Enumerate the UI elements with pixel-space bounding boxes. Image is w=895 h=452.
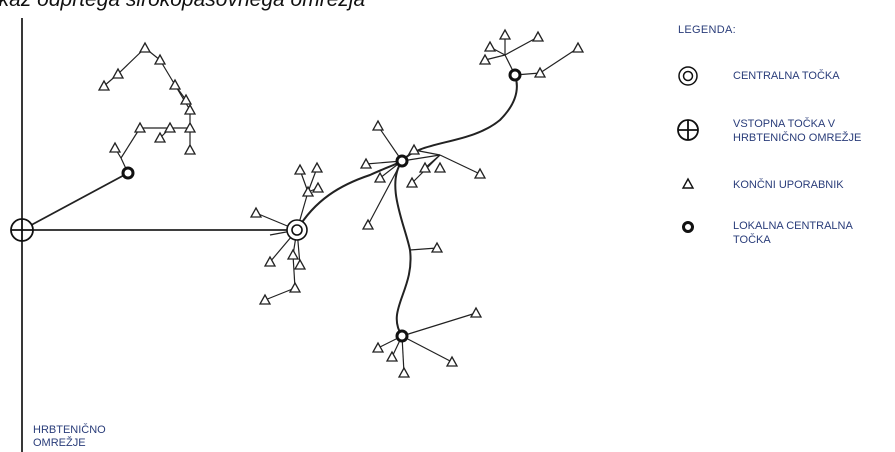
local-node-bottom	[395, 329, 409, 343]
end-user-triangle	[249, 206, 263, 218]
end-user-triangle	[310, 161, 324, 173]
end-user-triangle	[473, 167, 487, 179]
central-point-node	[286, 219, 308, 241]
cluster-mid	[365, 125, 481, 251]
end-user-triangle	[183, 103, 197, 115]
end-user-triangle	[531, 30, 545, 42]
end-user-triangle	[311, 181, 325, 193]
end-user-triangle	[405, 176, 419, 188]
end-user-triangle	[407, 143, 421, 155]
backbone-label: HRBTENIČNO OMREŽJE	[33, 424, 106, 449]
legend-label-local-central: LOKALNA CENTRALNA TOČKA	[733, 220, 853, 246]
end-user-triangles	[97, 28, 585, 378]
end-user-triangle	[361, 218, 375, 230]
legend-label-end-user: KONČNI UPORABNIK	[733, 179, 844, 191]
end-user-triangle	[373, 171, 387, 183]
end-user-triangle	[183, 143, 197, 155]
end-user-triangle	[469, 306, 483, 318]
end-user-triangle	[571, 41, 585, 53]
circle-plus-icon	[677, 119, 699, 141]
cluster-upper-left	[103, 47, 191, 174]
end-user-triangle	[397, 366, 411, 378]
end-user-triangle	[133, 121, 147, 133]
end-user-triangle	[418, 161, 432, 173]
bold-circle-icon	[682, 221, 694, 233]
end-user-triangle	[483, 40, 497, 52]
legend-label-central-point: CENTRALNA TOČKA	[733, 70, 840, 82]
legend-title: LEGENDA:	[678, 24, 737, 36]
local-node-mid	[395, 154, 409, 168]
end-user-triangle	[430, 241, 444, 253]
end-user-triangle	[293, 163, 307, 175]
end-user-triangle	[286, 248, 300, 260]
end-user-triangle	[163, 121, 177, 133]
double-circle-icon	[678, 66, 698, 86]
end-user-triangle	[153, 53, 167, 65]
diagram-title: ikaz odprtega širokopasovnega omrežja	[0, 0, 365, 12]
end-user-triangle	[433, 161, 447, 173]
end-user-triangle	[153, 131, 167, 143]
link-entry-local	[21, 172, 129, 231]
end-user-triangle	[258, 293, 272, 305]
cluster-lower	[377, 312, 477, 374]
local-central-nodes	[121, 68, 522, 343]
end-user-triangle	[533, 66, 547, 78]
end-user-triangle	[263, 255, 277, 267]
end-user-triangle	[359, 157, 373, 169]
link-central-local-mid	[296, 160, 403, 231]
end-user-triangle	[293, 258, 307, 270]
local-node-left	[121, 166, 135, 180]
end-user-triangle	[498, 28, 512, 40]
end-user-triangle	[97, 79, 111, 91]
end-user-triangle	[168, 78, 182, 90]
end-user-triangle	[183, 121, 197, 133]
legend-label-entry-point: VSTOPNA TOČKA V HRBTENIČNO OMREŽJE	[733, 118, 862, 144]
end-user-triangle	[478, 53, 492, 65]
entry-point-node	[10, 218, 34, 242]
end-user-triangle	[371, 341, 385, 353]
link-local-mid-top	[401, 74, 518, 162]
end-user-triangle	[288, 281, 302, 293]
end-user-triangle	[445, 355, 459, 367]
end-user-triangle	[111, 67, 125, 79]
end-user-triangle	[385, 350, 399, 362]
end-user-triangle	[301, 185, 315, 197]
end-user-triangle	[179, 93, 193, 105]
end-user-triangle	[138, 41, 152, 53]
local-node-top	[508, 68, 522, 82]
legend-icons	[677, 66, 699, 233]
cluster-upper-right	[484, 35, 579, 76]
end-user-triangle	[108, 141, 122, 153]
triangle-icon	[681, 177, 695, 189]
end-user-triangle	[371, 119, 385, 131]
